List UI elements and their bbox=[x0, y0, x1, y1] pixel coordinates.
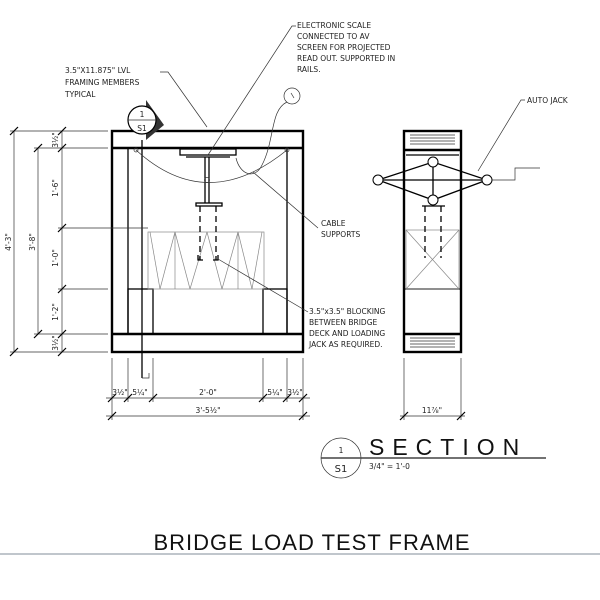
sheet-title: BRIDGE LOAD TEST FRAME bbox=[153, 530, 470, 555]
svg-text:1'-2": 1'-2" bbox=[51, 303, 60, 321]
svg-text:3½": 3½" bbox=[51, 335, 60, 351]
section-cut-marker: 1 S1 bbox=[127, 100, 164, 140]
svg-text:3½": 3½" bbox=[112, 388, 128, 397]
bridge-truss bbox=[147, 231, 265, 290]
cable-support bbox=[135, 149, 288, 183]
electronic-scale bbox=[179, 148, 237, 261]
svg-text:11⅞": 11⅞" bbox=[422, 406, 442, 415]
svg-text:3½": 3½" bbox=[51, 132, 60, 148]
svg-text:3'-8": 3'-8" bbox=[28, 233, 37, 251]
scale-note: ELECTRONIC SCALE CONNECTED TO AV SCREEN … bbox=[297, 21, 398, 74]
svg-text:5¼": 5¼" bbox=[267, 388, 283, 397]
side-section-view: 11⅞" bbox=[372, 129, 540, 421]
svg-text:1: 1 bbox=[339, 446, 344, 455]
front-elevation-frame bbox=[110, 87, 305, 379]
right-blocking bbox=[262, 288, 288, 335]
svg-text:4'-3": 4'-3" bbox=[4, 233, 13, 251]
auto-jack bbox=[372, 156, 540, 207]
vertical-dimensions: 4'-3" 3'-8" 3½" 1'-6" 1'-0" 1'-2" 3½" bbox=[4, 126, 148, 357]
auto-jack-note: AUTO JACK bbox=[527, 96, 569, 105]
gauge-icon bbox=[283, 87, 301, 105]
scale-label: 3/4" = 1'-0 bbox=[369, 462, 410, 471]
section-title-block: 1 S1 SECTION 3/4" = 1'-0 bbox=[320, 434, 546, 479]
svg-text:1'-6": 1'-6" bbox=[51, 179, 60, 197]
lvl-note: 3.5"X11.875" LVL FRAMING MEMBERS TYPICAL bbox=[64, 66, 142, 99]
svg-text:2'-0": 2'-0" bbox=[199, 388, 217, 397]
svg-text:1'-0": 1'-0" bbox=[51, 249, 60, 267]
left-blocking bbox=[127, 288, 154, 335]
section-label: SECTION bbox=[369, 434, 527, 460]
horizontal-dimensions: 3½" 5¼" 2'-0" 5¼" 3½" 3'-5½" bbox=[106, 358, 310, 421]
svg-text:3½": 3½" bbox=[287, 388, 303, 397]
svg-text:S1: S1 bbox=[335, 464, 348, 475]
cable-note: CABLE SUPPORTS bbox=[321, 219, 360, 239]
svg-text:1: 1 bbox=[140, 110, 145, 119]
svg-text:3'-5½": 3'-5½" bbox=[195, 406, 220, 415]
blocking-note: 3.5"x3.5" BLOCKING BETWEEN BRIDGE DECK A… bbox=[308, 307, 388, 349]
svg-text:S1: S1 bbox=[137, 124, 147, 133]
leader-lines bbox=[160, 25, 525, 313]
svg-text:5¼": 5¼" bbox=[132, 388, 148, 397]
